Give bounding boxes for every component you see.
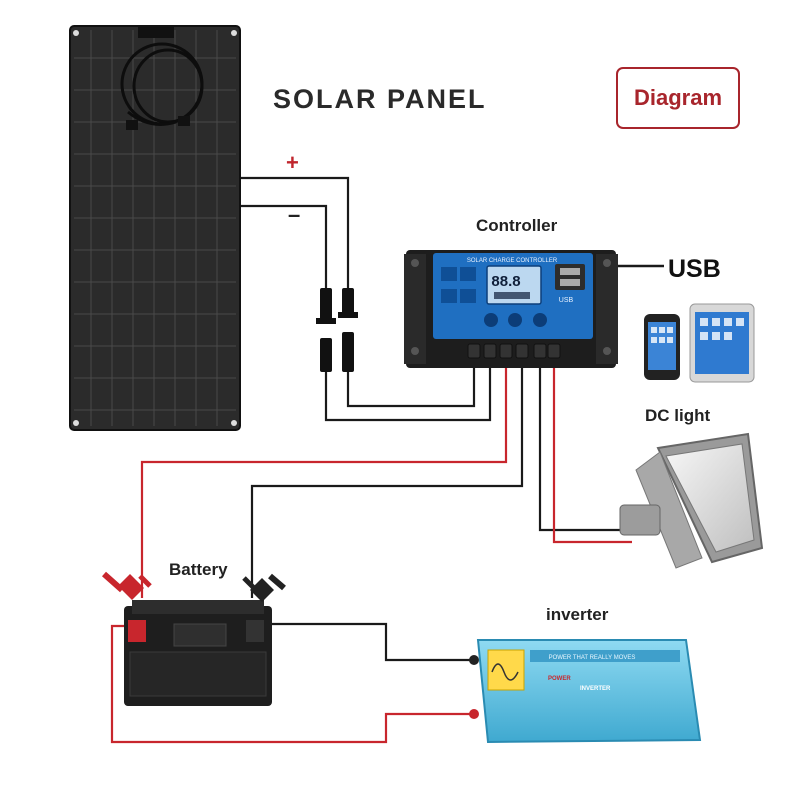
- black-clamp-icon: [242, 573, 286, 602]
- inverter: POWER THAT REALLY MOVES POWER INVERTER: [469, 639, 702, 744]
- controller-light-negative: [538, 365, 622, 532]
- diagram-badge-label: Diagram: [633, 85, 723, 110]
- inverter-brand-text: POWER: [548, 676, 571, 682]
- battery-label: Battery: [169, 560, 228, 579]
- dc-light: [619, 432, 764, 569]
- pv-negative-to-controller: [324, 365, 492, 422]
- inverter-model-text: INVERTER: [580, 686, 611, 692]
- panel-positive-wire: [238, 176, 350, 288]
- pv-positive-to-controller: [346, 365, 476, 408]
- inverter-label: inverter: [546, 605, 609, 624]
- controller-label: Controller: [476, 216, 558, 235]
- dc-light-label: DC light: [645, 406, 711, 425]
- diagram-badge: Diagram: [616, 67, 740, 129]
- usb-mark-text: USB: [559, 297, 574, 304]
- negative-sign: –: [288, 202, 301, 227]
- controller-battery-negative: [250, 365, 524, 598]
- tablet: [689, 303, 755, 383]
- panel-negative-wire: [238, 204, 328, 288]
- controller-button-right: [533, 313, 547, 327]
- solar-panel: [69, 25, 241, 431]
- red-clamp-icon: [102, 571, 152, 600]
- usb-label: USB: [668, 255, 721, 283]
- charge-controller: SOLAR CHARGE CONTROLLER 88.8 USB: [404, 250, 618, 368]
- controller-button-mid: [508, 313, 522, 327]
- controller-button-left: [484, 313, 498, 327]
- lcd-reading: 88.8: [491, 273, 520, 290]
- page-title: SOLAR PANEL: [273, 84, 487, 114]
- battery-inverter-positive: [110, 624, 470, 744]
- controller-header-text: SOLAR CHARGE CONTROLLER: [467, 258, 558, 264]
- phone: [644, 314, 680, 380]
- battery: [124, 600, 272, 706]
- mc4-connectors: [316, 288, 358, 372]
- positive-sign: +: [286, 150, 299, 175]
- controller-light-positive: [552, 365, 632, 544]
- controller-battery-positive: [140, 365, 508, 598]
- inverter-banner-text: POWER THAT REALLY MOVES: [549, 655, 636, 661]
- battery-inverter-negative: [265, 622, 470, 662]
